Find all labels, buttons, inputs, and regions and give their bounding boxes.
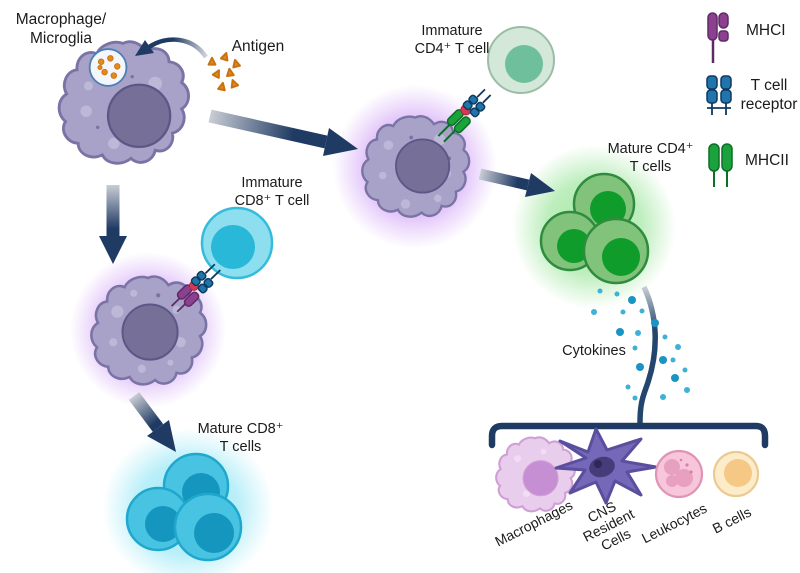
mhci-legend-label: MHCI — [746, 22, 786, 39]
immature-cd8-t-cell — [200, 206, 274, 280]
arrow-to-mature-cd4 — [478, 168, 555, 197]
activated-macrophage-cd8 — [90, 275, 208, 386]
mhci-icon — [707, 12, 729, 63]
immature-cd8-label: Immature CD8⁺ T cell — [234, 175, 310, 209]
antigen-particles — [207, 50, 241, 92]
mature-cd4-label: Mature CD4⁺ T cells — [607, 141, 694, 175]
mhci-tcr-synapse — [171, 263, 221, 313]
leukocyte-cell — [654, 449, 704, 499]
t-cell-receptor-icon — [706, 75, 732, 115]
arrow-to-mature-cd8 — [128, 392, 176, 452]
cytokine-release-curve — [637, 285, 658, 424]
macrophage-microglia-cell — [57, 40, 190, 165]
mature-cd4-cells — [539, 172, 650, 285]
cytokines-label: Cytokines — [562, 343, 626, 359]
target-macrophage-cell — [495, 436, 576, 513]
mhcii-tcr-synapse — [437, 88, 492, 143]
t-cell-receptor-legend-label: T cell receptor — [740, 77, 798, 113]
cytokine-dots — [591, 288, 690, 401]
activated-macrophage-cd4 — [361, 114, 471, 218]
antigen-label: Antigen — [231, 38, 285, 55]
mhcii-legend-label: MHCII — [745, 152, 789, 169]
arrow-antigen-uptake — [135, 37, 208, 59]
target-cells-bracket — [488, 422, 769, 449]
mature-cd8-label: Mature CD8⁺ T cells — [197, 421, 284, 455]
mhcii-icon — [708, 143, 733, 187]
cns-resident-cell — [554, 427, 658, 505]
arrow-macrophage-down — [99, 185, 127, 264]
macrophage-microglia-label: Macrophage/ Microglia — [15, 11, 107, 47]
arrow-macrophage-to-cd4-apc — [208, 109, 358, 156]
immature-cd4-t-cell — [487, 26, 555, 94]
immature-cd4-label: Immature CD4⁺ T cell — [414, 23, 490, 57]
phagosome-vesicle — [88, 48, 128, 87]
mature-cd8-cells — [125, 452, 243, 562]
b-cell — [712, 450, 760, 498]
